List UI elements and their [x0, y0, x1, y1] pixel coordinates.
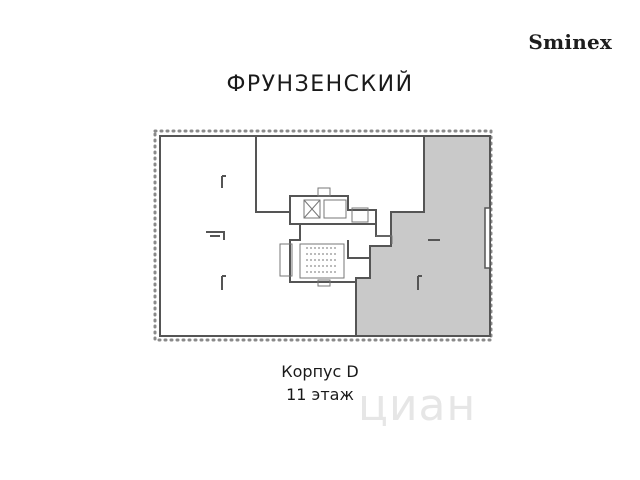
- window-marker: [484, 207, 491, 269]
- core-details: [279, 187, 393, 287]
- building-label: Корпус D: [281, 362, 359, 381]
- columns: [206, 175, 440, 290]
- floor-label: 11 этаж: [286, 385, 354, 404]
- project-title: ФРУНЗЕНСКИЙ: [226, 72, 414, 97]
- watermark-logo: циан: [358, 380, 477, 431]
- brand-logo: Sminex: [528, 30, 612, 54]
- plan-walls: [159, 135, 491, 337]
